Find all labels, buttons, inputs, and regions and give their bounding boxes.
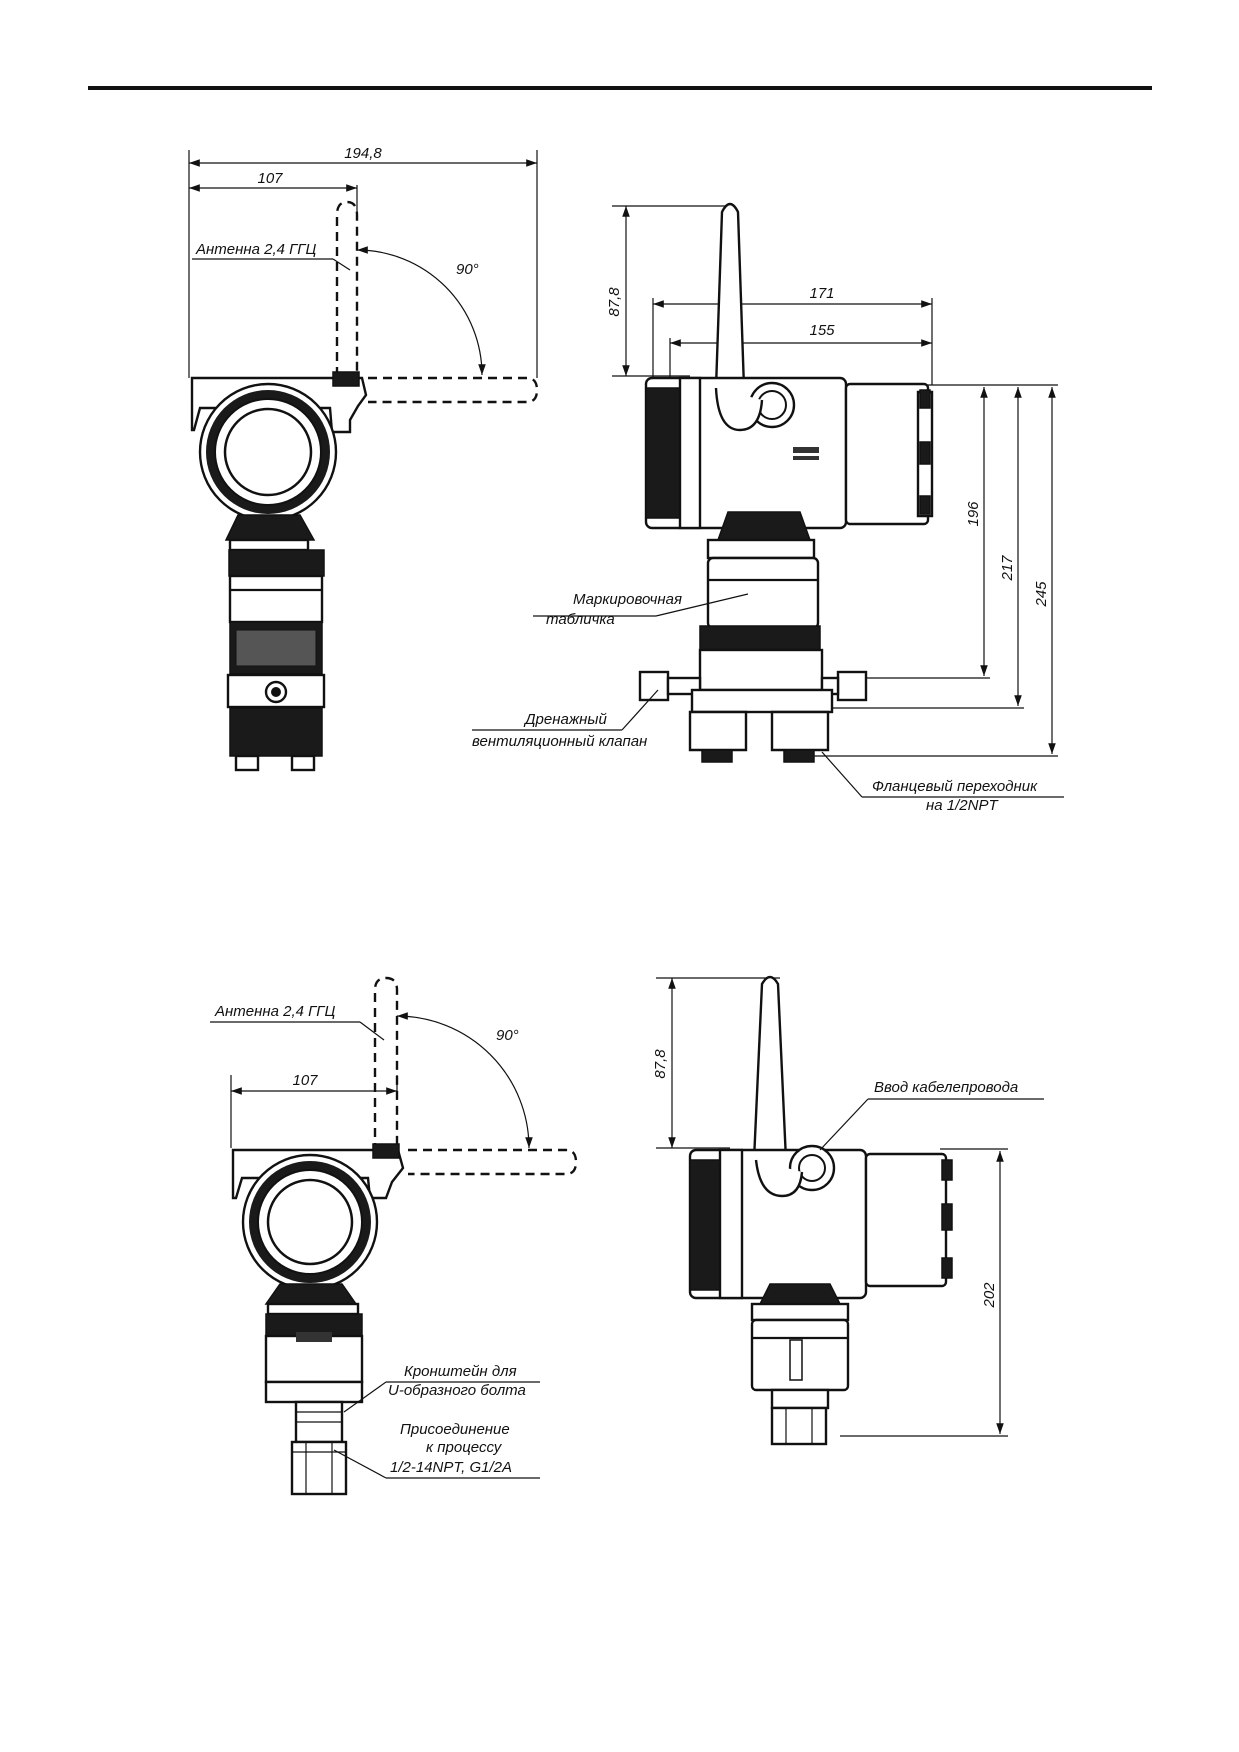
antenna-vertical-dashed xyxy=(335,200,359,376)
label-drain-line2: вентиляционный клапан xyxy=(472,733,647,750)
label-process-line1: Присоединение xyxy=(400,1421,510,1438)
dimension-171: 171 xyxy=(809,285,834,302)
dimension-107: 107 xyxy=(257,170,283,187)
flange-adapter-left xyxy=(688,710,748,752)
antenna-rotated-dashed-bottom xyxy=(408,1148,578,1176)
dimension-87-8-bottom: 87,8 xyxy=(652,1049,669,1079)
view-top-front: 194,8 107 Антенна 2,4 ГГЦ 90° xyxy=(188,145,539,772)
antenna-label: Антенна 2,4 ГГЦ xyxy=(195,241,316,258)
angle-arc xyxy=(356,246,486,376)
nameplate-area xyxy=(706,556,820,630)
antenna-vertical-dashed-bottom xyxy=(373,976,399,1152)
neck xyxy=(224,514,316,541)
label-process-line2: к процессу xyxy=(426,1439,503,1456)
drain-valve-left xyxy=(638,670,670,702)
label-process-line3: 1/2-14NPT, G1/2A xyxy=(390,1459,512,1476)
flange xyxy=(229,707,323,757)
view-bottom-front: Антенна 2,4 ГГЦ 90° 107 Кронштейн для U-… xyxy=(210,976,578,1496)
view-top-side: 87,8 171 155 196 217 245 xyxy=(472,202,1064,814)
dimension-87-8: 87,8 xyxy=(606,287,623,317)
view-bottom-side: 87,8 202 Ввод кабелепровода xyxy=(652,975,1044,1446)
antenna-label-bottom: Антенна 2,4 ГГЦ xyxy=(214,1003,335,1020)
label-plate-line2: табличка xyxy=(546,611,615,628)
dimension-217: 217 xyxy=(999,555,1016,582)
sensor-module xyxy=(228,574,324,624)
sensor-module-bottom xyxy=(264,1334,364,1384)
label-plate-line1: Маркировочная xyxy=(573,591,682,608)
label-bracket-line2: U-образного болта xyxy=(388,1382,526,1399)
antenna xyxy=(714,202,746,390)
angle-90-bottom: 90° xyxy=(496,1027,519,1044)
label-flange-line1: Фланцевый переходник xyxy=(872,778,1038,795)
antenna-bottom xyxy=(752,975,788,1162)
label-flange-line2: на 1/2NPT xyxy=(926,797,999,814)
label-bracket-line1: Кронштейн для xyxy=(404,1363,517,1380)
display-window xyxy=(223,407,313,497)
angle-90: 90° xyxy=(456,261,479,278)
dimension-202: 202 xyxy=(981,1282,998,1309)
label-conduit: Ввод кабелепровода xyxy=(874,1079,1018,1096)
dimension-245: 245 xyxy=(1033,581,1050,608)
dimension-155: 155 xyxy=(809,322,835,339)
angle-arc-bottom xyxy=(396,1012,533,1149)
display-window-bottom xyxy=(266,1178,354,1266)
antenna-rotated-dashed xyxy=(368,376,539,404)
dimension-196: 196 xyxy=(965,501,982,527)
dimension-107-bottom: 107 xyxy=(292,1072,318,1089)
dimension-194: 194,8 xyxy=(344,145,382,162)
process-connection xyxy=(290,1440,348,1496)
flange-adapter-right xyxy=(770,710,830,752)
label-drain-line1: Дренажный xyxy=(523,711,607,728)
drain-valve-right xyxy=(836,670,868,702)
